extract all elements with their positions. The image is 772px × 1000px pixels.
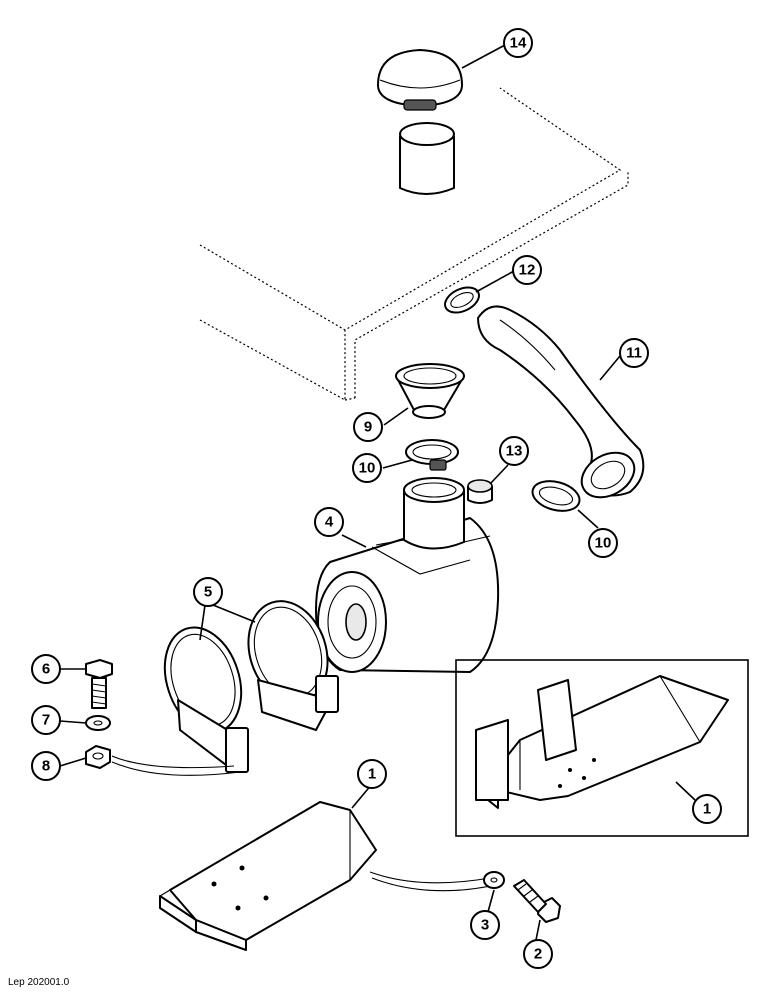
mounting-band-right: [247, 600, 339, 731]
callout-1-inset: 1: [692, 794, 722, 824]
hose-clamp-12: [444, 286, 480, 314]
callout-9: 9: [353, 412, 383, 442]
hose-clamp-10-upper: [405, 439, 459, 471]
hose-clamp-10-lower: [531, 480, 581, 512]
callout-13: 13: [499, 436, 529, 466]
callout-1-bracket-label: 1: [368, 766, 376, 783]
callout-12-label: 12: [519, 262, 536, 279]
callout-7: 7: [31, 705, 61, 735]
mounting-bracket: [159, 801, 377, 951]
callout-11: 11: [619, 338, 649, 368]
washer-3: [483, 871, 505, 889]
callout-8: 8: [31, 751, 61, 781]
callout-9-label: 9: [364, 419, 372, 436]
washer-7: [85, 715, 111, 731]
callout-10-lower: 10: [588, 528, 618, 558]
callout-5-label: 5: [204, 584, 212, 601]
air-cleaner-assembly: [315, 477, 500, 673]
callout-7-label: 7: [42, 712, 50, 729]
assembly-path-lines: [111, 755, 501, 892]
bolt-2: [513, 879, 561, 923]
callout-5: 5: [193, 577, 223, 607]
callout-1-bracket: 1: [357, 759, 387, 789]
inset-panel: [455, 659, 749, 837]
leader-lines: [59, 44, 696, 941]
callout-6: 6: [31, 654, 61, 684]
intake-hose: [477, 305, 645, 499]
callout-10-upper: 10: [352, 453, 382, 483]
bolt-6: [85, 659, 113, 709]
callout-4-label: 4: [325, 514, 334, 531]
callout-11-label: 11: [626, 345, 642, 362]
callout-3-label: 3: [481, 917, 489, 934]
figure-code: Lep 202001.0: [8, 977, 70, 988]
callout-1-inset-label: 1: [703, 801, 711, 818]
mounting-band-left: [163, 626, 249, 773]
precleaner-cap: [377, 49, 463, 111]
callout-10-lower-label: 10: [595, 535, 612, 552]
precleaner-tube: [399, 122, 455, 195]
nut-8: [85, 745, 111, 769]
callout-2-label: 2: [534, 946, 542, 963]
callout-14: 14: [503, 28, 533, 58]
callout-14-label: 14: [510, 35, 527, 52]
callout-2: 2: [523, 939, 553, 969]
reducer-cone: [395, 363, 465, 419]
callout-4: 4: [314, 507, 344, 537]
callout-10-upper-label: 10: [359, 460, 376, 477]
callout-13-label: 13: [506, 443, 523, 460]
callout-12: 12: [512, 255, 542, 285]
rubber-cap: [467, 479, 493, 504]
callout-6-label: 6: [42, 661, 50, 678]
callout-3: 3: [470, 910, 500, 940]
hood-outline: [199, 87, 629, 402]
callout-8-label: 8: [42, 758, 50, 775]
